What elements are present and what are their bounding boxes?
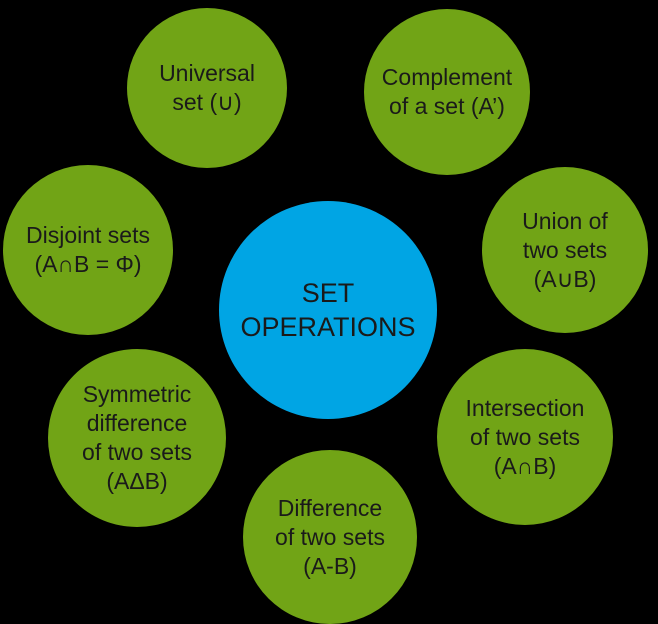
node-disjoint-sets: Disjoint sets (A∩B = Φ): [3, 165, 173, 335]
node-union-of-two-sets: Union of two sets (A∪B): [482, 167, 648, 333]
node-intersection-label-line: (A∩B): [493, 452, 557, 479]
node-universal-set: Universal set (∪): [127, 8, 287, 168]
center-set-operations: SET OPERATIONS: [219, 201, 437, 419]
node-universal-set-label-line: set (∪): [172, 89, 242, 115]
node-difference-label-line: (A-B): [303, 552, 357, 579]
node-disjoint-label-line: Disjoint sets: [26, 222, 150, 248]
node-symmetric-difference: Symmetric difference of two sets (AΔB): [48, 349, 226, 527]
node-symmetric-label-line: (AΔB): [106, 468, 168, 494]
node-universal-set-label-line: Universal: [159, 60, 255, 86]
node-intersection-label-line: of two sets: [470, 423, 580, 450]
node-complement-label-line: of a set (A’): [389, 93, 505, 119]
node-complement-of-a-set: Complement of a set (A’): [364, 9, 530, 175]
center-title-line: OPERATIONS: [240, 312, 416, 342]
center-title-line: SET: [301, 278, 355, 308]
node-symmetric-label-line: difference: [86, 410, 188, 436]
node-union-label-line: Union of: [522, 207, 608, 234]
node-symmetric-label-line: Symmetric: [82, 381, 192, 407]
node-union-label-line: two sets: [522, 236, 608, 263]
node-intersection-of-two-sets: Intersection of two sets (A∩B): [437, 349, 613, 525]
node-complement-label-line: Complement: [381, 64, 513, 90]
node-symmetric-label-line: of two sets: [82, 439, 192, 465]
node-difference-label-line: of two sets: [275, 523, 385, 550]
node-disjoint-label-line: (A∩B = Φ): [34, 251, 142, 277]
node-difference-label-line: Difference: [277, 494, 383, 521]
node-union-label-line: (A∪B): [533, 265, 597, 292]
node-difference-of-two-sets: Difference of two sets (A-B): [243, 450, 417, 624]
node-intersection-label-line: Intersection: [465, 394, 585, 421]
